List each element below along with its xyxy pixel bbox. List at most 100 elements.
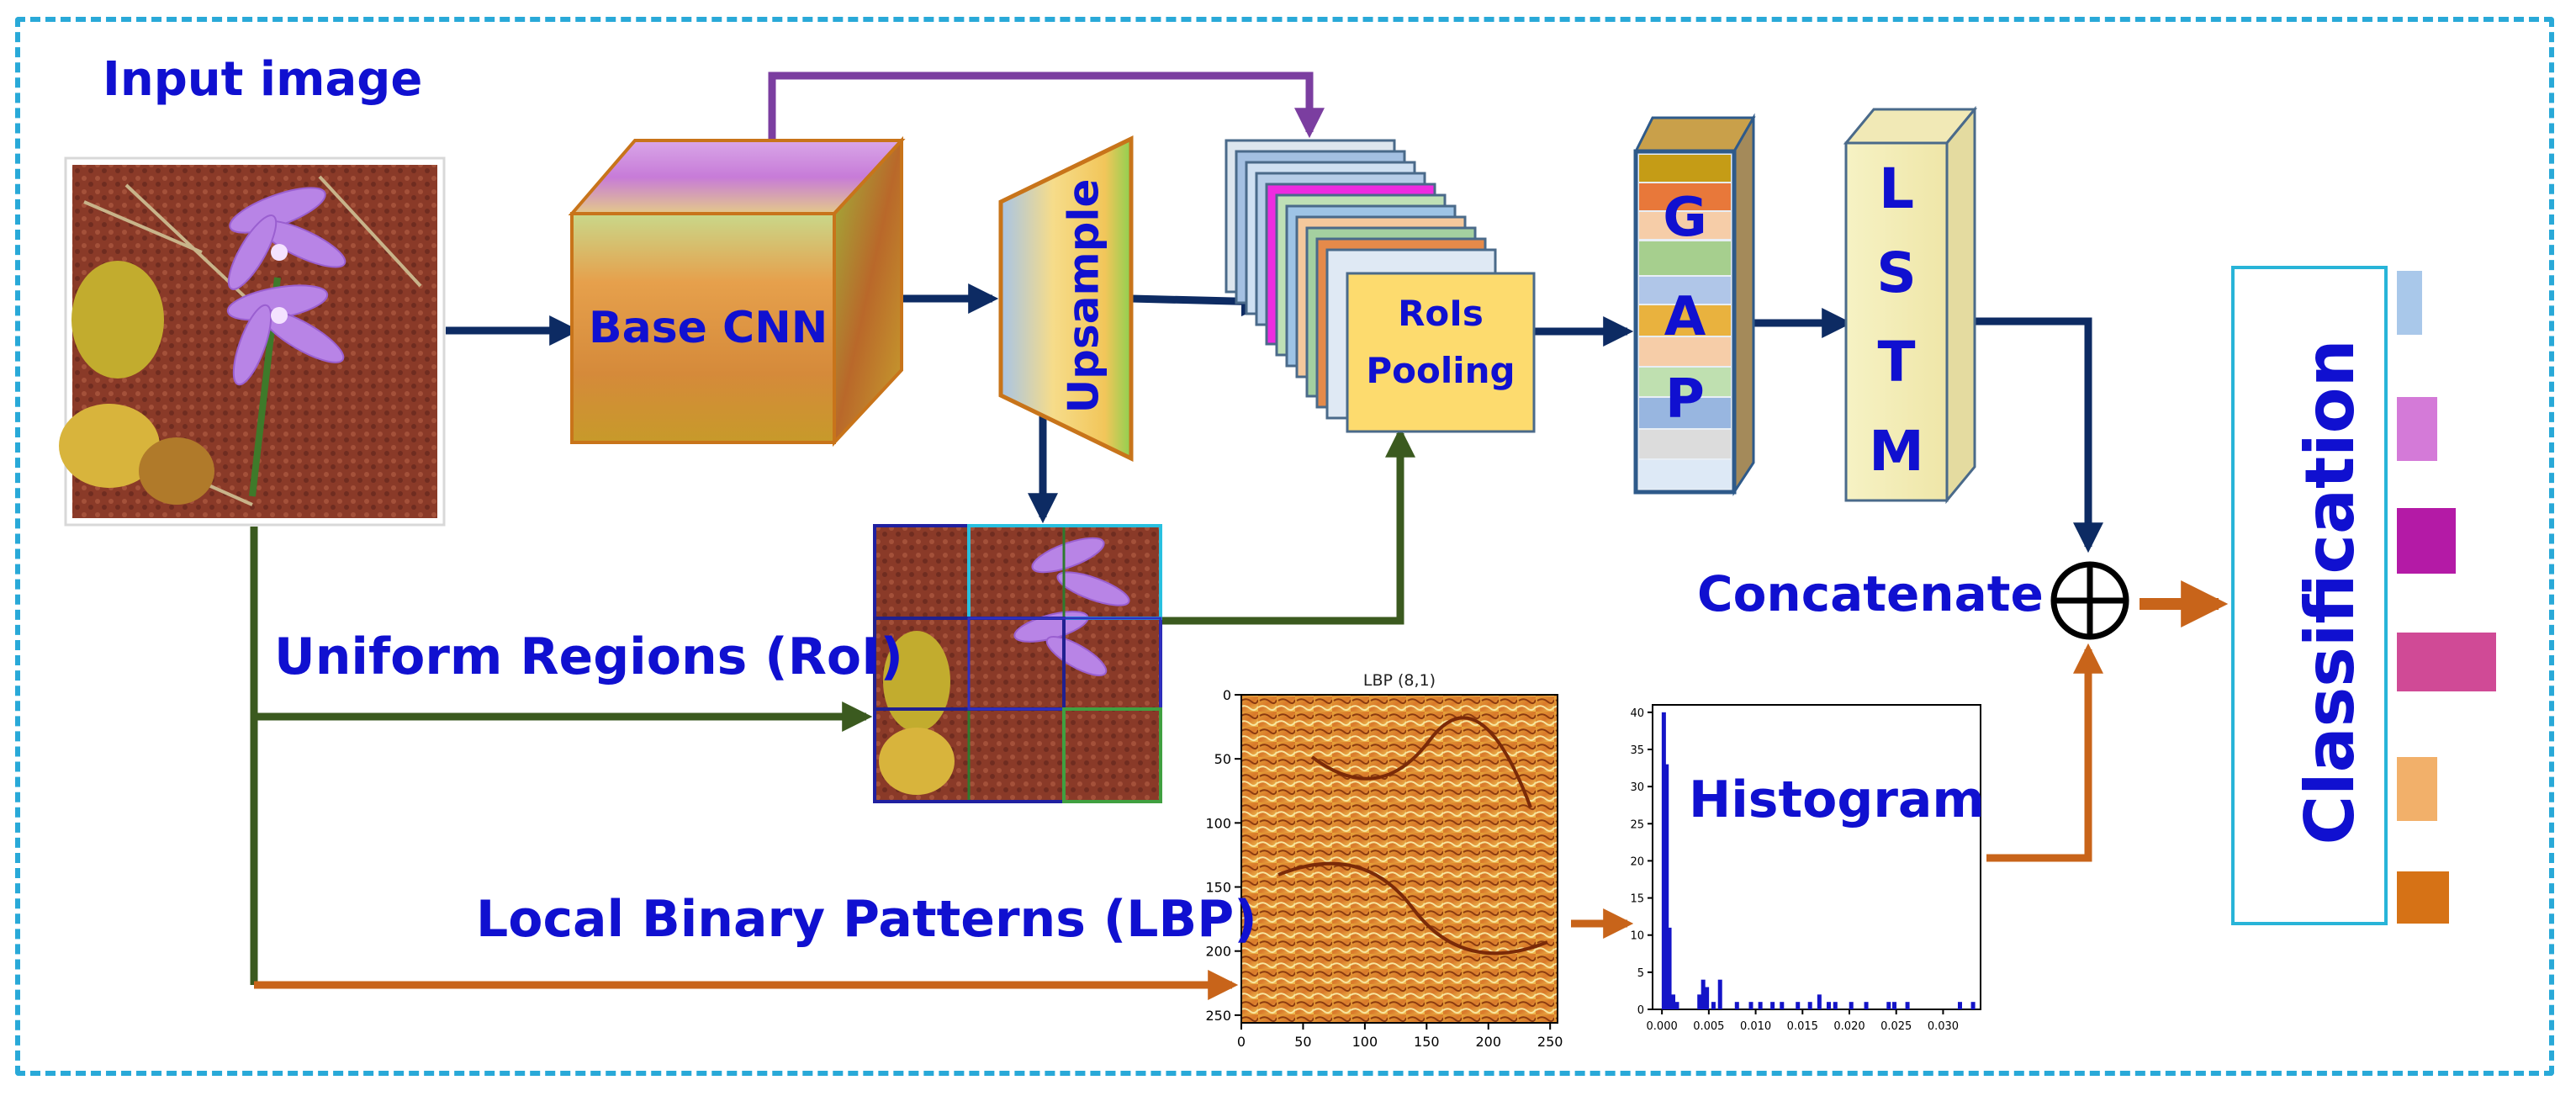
histogram-bar (1833, 1002, 1838, 1009)
rois-label-line2: Pooling (1366, 350, 1515, 391)
lstm-letter-s: S (1876, 241, 1917, 305)
lbp-x-tick-label: 0 (1237, 1034, 1246, 1050)
upsample-label: Upsample (1060, 179, 1108, 414)
lbp-y-tick-label: 50 (1214, 751, 1231, 767)
hist-x-tick-label: 0.000 (1647, 1020, 1678, 1033)
histogram-bar (1780, 1002, 1785, 1009)
uniform-regions-label: Uniform Regions (RoI) (274, 627, 903, 686)
class-bar-6 (2397, 871, 2449, 924)
arrow-input-to-regions (250, 527, 866, 985)
histogram-label: Histogram (1689, 770, 1985, 829)
arrow-histogram-to-concat (1986, 643, 2103, 862)
histogram-bar (1864, 1002, 1869, 1009)
hist-y-tick-label: 30 (1630, 781, 1644, 794)
histogram-bar (1664, 764, 1669, 1009)
lbp-x-tick-label: 250 (1537, 1034, 1563, 1050)
histogram-bar (1697, 994, 1702, 1009)
lbp-y-tick-label: 0 (1223, 687, 1231, 703)
class-bar-4 (2397, 633, 2496, 691)
histogram-bar (1734, 1002, 1739, 1009)
histogram-bar (1886, 1002, 1891, 1009)
histogram-bar (1667, 927, 1672, 1009)
arrow-cnn-to-rois (768, 71, 1325, 140)
input-image (59, 156, 446, 527)
histogram-bar (1796, 1002, 1801, 1009)
histogram-bar (1661, 712, 1666, 1009)
histogram-bar (1957, 1002, 1962, 1009)
hist-x-tick-label: 0.005 (1693, 1020, 1724, 1033)
lbp-axis-ticks: 0 50 100 150 200 250 0 50 100 150 200 250 (1205, 687, 1563, 1050)
upsample-block (998, 135, 1134, 462)
hist-y-tick-label: 5 (1637, 967, 1644, 980)
hist-x-tick-label: 0.025 (1880, 1020, 1912, 1033)
histogram-bar (1970, 1002, 1976, 1009)
histogram-bar (1701, 979, 1706, 1009)
diagram-frame (15, 17, 2554, 1076)
gap-letter-p: P (1665, 368, 1705, 431)
histogram-bar (1807, 1002, 1812, 1009)
class-bar-5 (2397, 757, 2437, 821)
histogram-bar (1905, 1002, 1910, 1009)
uniform-regions-grid (873, 524, 1162, 803)
histogram-bar (1891, 1002, 1896, 1009)
histogram-bar (1671, 994, 1676, 1009)
hist-y-tick-label: 0 (1637, 1004, 1644, 1017)
input-image-label: Input image (103, 52, 423, 107)
lstm-block (1843, 105, 1978, 505)
gap-letter-a: A (1664, 286, 1706, 348)
rois-label-line1: RoIs (1398, 293, 1484, 334)
hist-y-tick-label: 20 (1630, 855, 1644, 868)
hist-x-tick-label: 0.015 (1787, 1020, 1818, 1033)
gap-letter-g: G (1663, 187, 1707, 249)
gap-block (1633, 113, 1756, 497)
rois-pooling-stack (1225, 139, 1536, 433)
lbp-plot: 0 50 100 150 200 250 0 50 100 150 200 250 (1205, 687, 1563, 1050)
histogram-bar (1849, 1002, 1854, 1009)
histogram-bar (1758, 1002, 1763, 1009)
class-bar-1 (2397, 271, 2422, 335)
lbp-plot-title: LBP (8,1) (1363, 671, 1436, 690)
hist-x-tick-label: 0.030 (1928, 1020, 1959, 1033)
lbp-label: Local Binary Patterns (LBP) (476, 890, 1257, 949)
histogram-bar (1770, 1002, 1775, 1009)
hist-x-tick-label: 0.010 (1740, 1020, 1771, 1033)
lbp-x-tick-label: 100 (1352, 1034, 1378, 1050)
concatenate-label: Concatenate (1697, 565, 2044, 622)
classification-label: Classification (2291, 339, 2369, 845)
hist-y-tick-label: 35 (1630, 744, 1644, 757)
lbp-y-tick-label: 150 (1205, 880, 1231, 896)
class-bar-3 (2397, 508, 2456, 574)
hist-y-tick-label: 15 (1630, 893, 1644, 906)
hist-y-tick-label: 25 (1630, 818, 1644, 831)
histogram-bar (1711, 1002, 1716, 1009)
histogram-bar (1748, 1002, 1753, 1009)
base-cnn-block (568, 135, 906, 447)
lbp-y-tick-label: 200 (1205, 944, 1231, 960)
histogram-bar (1817, 994, 1822, 1009)
lstm-letter-m: M (1869, 419, 1924, 484)
histogram-bar (1674, 1002, 1679, 1009)
lbp-y-tick-label: 100 (1205, 815, 1231, 831)
lbp-y-tick-label: 250 (1205, 1008, 1231, 1024)
class-score-bars (2397, 271, 2496, 924)
lbp-x-tick-label: 200 (1475, 1034, 1501, 1050)
concatenate-symbol (2050, 561, 2129, 640)
class-bar-2 (2397, 397, 2437, 461)
lstm-letter-t: T (1877, 330, 1916, 394)
classification-box (2231, 266, 2388, 925)
lstm-letter-l: L (1878, 156, 1915, 221)
hist-y-tick-label: 40 (1630, 707, 1644, 720)
histogram-bar (1717, 979, 1722, 1009)
histogram-bars (1661, 712, 1976, 1009)
base-cnn-label: Base CNN (589, 303, 828, 353)
lbp-x-tick-label: 150 (1414, 1034, 1440, 1050)
histogram-bar (1826, 1002, 1831, 1009)
arrow-lstm-to-concat (1975, 317, 2103, 553)
arrow-regions-to-rois (1162, 426, 1415, 625)
lbp-x-tick-label: 50 (1294, 1034, 1311, 1050)
histogram-bar (1705, 987, 1710, 1009)
hist-x-tick-label: 0.020 (1833, 1020, 1865, 1033)
